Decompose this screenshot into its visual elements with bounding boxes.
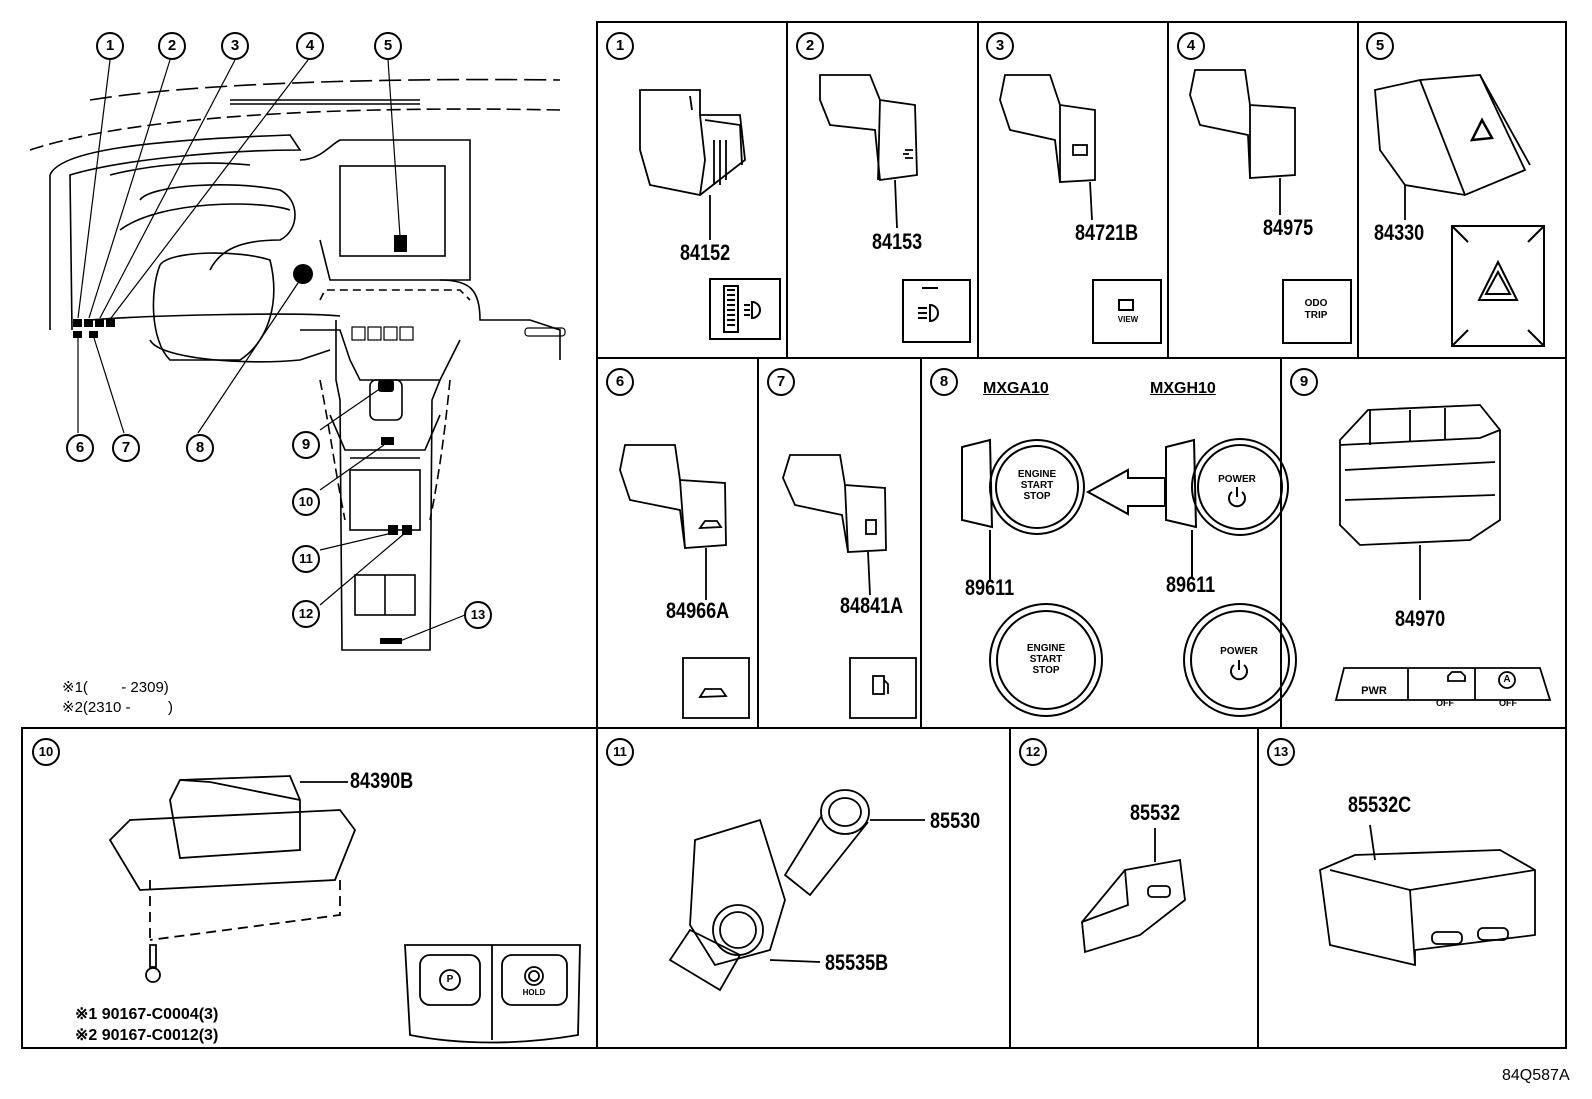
trc-off-label: OFF [1436, 698, 1454, 708]
part-number-84966A: 84966A [666, 598, 730, 623]
panel-6-index: 6 [606, 368, 634, 396]
trip-icon-text: TRIP [1304, 310, 1328, 321]
panel-5-index: 5 [1366, 32, 1394, 60]
part-number-85532: 85532 [1130, 800, 1181, 825]
model-mxgh10: MXGH10 [1150, 380, 1216, 397]
part-number-85535B: 85535B [825, 950, 889, 975]
view-icon-text: VIEW [1117, 315, 1139, 324]
callout-6: 6 [66, 434, 94, 462]
bolt-note-2: ※2 90167-C0012(3) [75, 1027, 219, 1044]
callout-5: 5 [374, 32, 402, 60]
part-number-84152: 84152 [680, 240, 731, 265]
panel-3-index: 3 [986, 32, 1014, 60]
bolt-note-1: ※1 90167-C0004(3) [75, 1006, 219, 1023]
panel-8-index: 8 [930, 368, 958, 396]
engine-face-text: ENGINE [1026, 643, 1066, 654]
note-2-range: (2310 - ) [82, 699, 173, 716]
panel-13-index: 13 [1267, 738, 1295, 766]
stop-text: STOP [1023, 491, 1051, 502]
callout-8: 8 [186, 434, 214, 462]
callout-11: 11 [292, 545, 320, 573]
auto-a-icon: A [1503, 674, 1511, 685]
part-number-89611-right: 89611 [1166, 572, 1216, 597]
callout-7: 7 [112, 434, 140, 462]
part-number-84330: 84330 [1374, 220, 1425, 245]
panel-12-index: 12 [1019, 738, 1047, 766]
part-number-84970: 84970 [1395, 606, 1446, 631]
callout-1: 1 [96, 32, 124, 60]
model-mxga10: MXGA10 [983, 380, 1049, 397]
part-number-84390B: 84390B [350, 768, 414, 793]
panel-11-index: 11 [606, 738, 634, 766]
callout-2: 2 [158, 32, 186, 60]
callout-9: 9 [292, 431, 320, 459]
part-number-85530: 85530 [930, 808, 981, 833]
parking-p-icon: P [446, 974, 454, 985]
power-face-label: POWER [1220, 646, 1258, 657]
part-number-89611-left: 89611 [965, 575, 1015, 600]
power-label: POWER [1218, 474, 1256, 485]
callout-3: 3 [221, 32, 249, 60]
part-number-84153: 84153 [872, 229, 923, 254]
note-2: ※2(2310 - ) [62, 698, 173, 716]
hold-button-label: HOLD [522, 988, 546, 997]
panel-1-index: 1 [606, 32, 634, 60]
odo-icon-text: ODO [1304, 298, 1328, 309]
part-number-84975: 84975 [1263, 215, 1314, 240]
panel-9-index: 9 [1290, 368, 1318, 396]
panel-7-index: 7 [767, 368, 795, 396]
engine-start-stop-face: ENGINE START STOP [1021, 643, 1071, 676]
panel-2-index: 2 [796, 32, 824, 60]
note-2-mark: ※2 [62, 699, 83, 716]
part-number-84841A: 84841A [840, 593, 904, 618]
auto-hold-off-label: OFF [1499, 698, 1517, 708]
note-1-mark: ※1 [62, 679, 83, 696]
callout-12: 12 [292, 600, 320, 628]
engine-text: ENGINE [1017, 469, 1057, 480]
callout-4: 4 [296, 32, 324, 60]
figure-code: 84Q587A [1502, 1067, 1570, 1084]
part-number-84721B: 84721B [1075, 220, 1139, 245]
callout-13: 13 [464, 601, 492, 629]
start-text: START [1020, 480, 1054, 491]
note-1-range: ( - 2309) [82, 679, 169, 696]
stop-face-text: STOP [1032, 665, 1060, 676]
engine-start-stop-label: ENGINE START STOP [1012, 469, 1062, 502]
start-face-text: START [1029, 654, 1063, 665]
pwr-button-label: PWR [1361, 685, 1387, 697]
note-1: ※1( - 2309) [62, 678, 169, 696]
panel-10-index: 10 [32, 738, 60, 766]
panel-4-index: 4 [1177, 32, 1205, 60]
callout-10: 10 [292, 488, 320, 516]
part-number-85532C: 85532C [1348, 792, 1412, 817]
